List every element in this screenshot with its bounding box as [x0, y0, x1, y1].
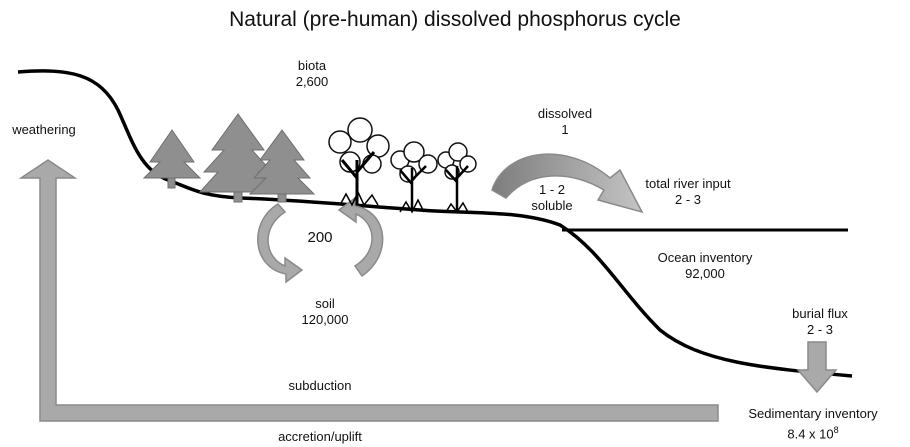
ocean-inventory-value: 92,000 — [640, 266, 770, 282]
soil-value: 120,000 — [290, 312, 360, 328]
sedimentary-base: 8.4 x 10 — [787, 426, 833, 441]
soil-label: soil 120,000 — [290, 296, 360, 328]
sedimentary-inventory-name: Sedimentary inventory — [728, 406, 898, 422]
dissolved-label: dissolved 1 — [530, 106, 600, 138]
soil-exchange-label: 200 — [300, 230, 340, 246]
diagram-title: Natural (pre-human) dissolved phosphorus… — [0, 8, 910, 32]
sedimentary-inventory-label: Sedimentary inventory 8.4 x 108 — [728, 406, 898, 442]
biota-value: 2,600 — [282, 74, 342, 90]
burial-flux-label: burial flux 2 - 3 — [780, 306, 860, 338]
sedimentary-inventory-value: 8.4 x 108 — [728, 422, 898, 442]
biota-name: biota — [282, 58, 342, 74]
weathering-label: weathering — [4, 122, 84, 138]
river-input-name: total river input — [628, 176, 748, 192]
ocean-inventory-name: Ocean inventory — [640, 250, 770, 266]
accretion-uplift-label: accretion/uplift — [250, 429, 390, 445]
land-surface-line — [18, 71, 852, 376]
conifer-tree-icon — [144, 130, 200, 188]
subduction-label: subduction — [270, 378, 370, 394]
soluble-value: 1 - 2 — [522, 182, 582, 198]
ocean-inventory-label: Ocean inventory 92,000 — [640, 250, 770, 282]
deciduous-tree-icon — [391, 142, 437, 212]
river-input-value: 2 - 3 — [628, 192, 748, 208]
soil-name: soil — [290, 296, 360, 312]
river-input-label: total river input 2 - 3 — [628, 176, 748, 208]
deciduous-tree-icon — [329, 118, 389, 205]
soluble-name: soluble — [522, 198, 582, 214]
soluble-label: 1 - 2 soluble — [522, 182, 582, 214]
burial-flux-arrow — [798, 342, 836, 392]
burial-flux-name: burial flux — [780, 306, 860, 322]
burial-flux-value: 2 - 3 — [780, 322, 860, 338]
dissolved-value: 1 — [530, 122, 600, 138]
dissolved-name: dissolved — [530, 106, 600, 122]
sedimentary-exponent: 8 — [834, 425, 839, 435]
deciduous-tree-icon — [438, 143, 476, 212]
biota-label: biota 2,600 — [282, 58, 342, 90]
